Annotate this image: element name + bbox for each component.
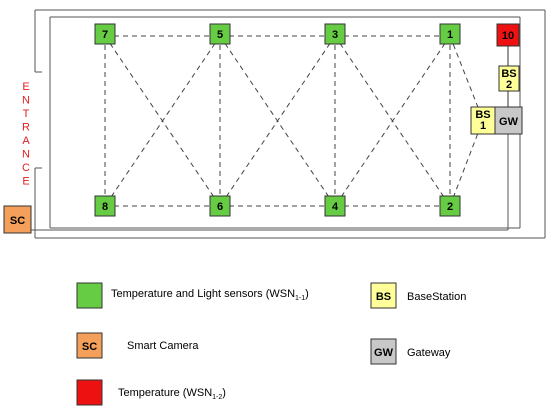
legend-temperature-text: Temperature (WSN1-2) [118, 387, 226, 401]
svg-text:1: 1 [480, 120, 486, 132]
svg-text:2: 2 [447, 201, 453, 213]
svg-text:GW: GW [374, 347, 394, 359]
svg-text:10: 10 [502, 30, 514, 42]
svg-text:BS: BS [475, 109, 490, 121]
svg-text:GW: GW [499, 116, 519, 128]
legend-basestation-text: BaseStation [407, 291, 466, 303]
svg-text:4: 4 [332, 201, 339, 213]
svg-text:SC: SC [82, 341, 97, 353]
sensor-5: 5 [209, 23, 231, 45]
gateway-node: GW [494, 106, 523, 135]
legend-temperature: Temperature (WSN1-2) [76, 379, 226, 406]
legend-temperature-swatch [76, 379, 103, 406]
smart-camera-node: SC [3, 205, 32, 234]
legend-basestation: BS BaseStation [370, 282, 466, 309]
sensor-2: 2 [439, 195, 461, 217]
basestation-2: BS 2 [498, 65, 520, 92]
temperature-node-10: 10 [496, 23, 520, 47]
legend-gateway: GW Gateway [370, 338, 451, 365]
building-walls [34, 9, 546, 239]
legend-gateway-swatch [370, 338, 397, 365]
sensor-7: 7 [94, 23, 116, 45]
legend-sensors: Temperature and Light sensors (WSN1-1) [76, 282, 309, 309]
network-links [104, 35, 484, 207]
svg-text:1: 1 [447, 29, 453, 41]
sensor-6: 6 [209, 195, 231, 217]
svg-text:6: 6 [217, 201, 223, 213]
svg-text:2: 2 [506, 79, 512, 91]
basestation-1: BS 1 [470, 106, 496, 135]
legend-camera-swatch [76, 332, 103, 359]
sensor-4: 4 [324, 195, 346, 217]
sensor-3: 3 [324, 23, 346, 45]
legend-camera-text: Smart Camera [127, 340, 199, 352]
svg-text:8: 8 [102, 201, 108, 213]
svg-text:7: 7 [102, 29, 108, 41]
legend-camera: SC Smart Camera [76, 332, 199, 359]
solid-connections [31, 131, 509, 231]
legend-sensors-text: Temperature and Light sensors (WSN1-1) [111, 288, 309, 302]
svg-text:3: 3 [332, 29, 338, 41]
sensor-1: 1 [439, 23, 461, 45]
sensor-8: 8 [94, 195, 116, 217]
legend-sensor-swatch [76, 282, 103, 309]
legend-basestation-swatch [370, 282, 397, 309]
svg-text:BS: BS [501, 68, 516, 80]
legend: Temperature and Light sensors (WSN1-1) S… [76, 282, 466, 406]
svg-text:5: 5 [217, 29, 223, 41]
svg-text:BS: BS [376, 291, 391, 303]
svg-text:SC: SC [10, 215, 25, 227]
legend-gateway-text: Gateway [407, 347, 451, 359]
